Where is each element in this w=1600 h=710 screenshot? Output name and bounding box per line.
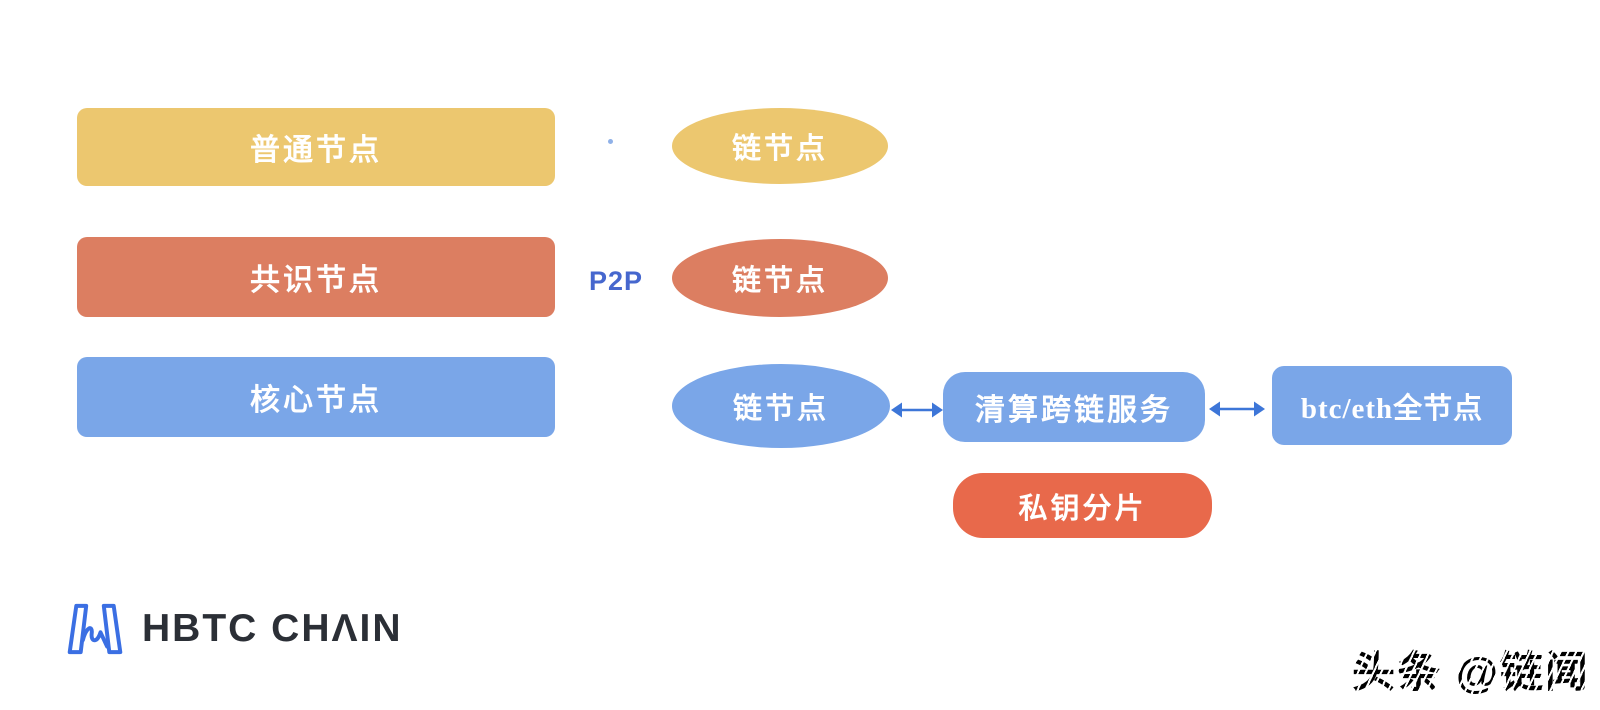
chain-node-ellipse-blue: 链节点 [672, 364, 890, 448]
chain-node-label: 链节点 [731, 133, 828, 165]
clearing-cross-chain-service-label: 清算跨链服务 [975, 394, 1173, 427]
chain-node-ellipse-salmon: 链节点 [672, 239, 888, 317]
p2p-label: P2P [588, 266, 644, 296]
core-node-box: 核心节点 [77, 357, 555, 437]
chain-node-label: 链节点 [731, 265, 828, 297]
core-node-label: 核心节点 [250, 384, 382, 417]
btc-eth-full-node-label: btc/eth全节点 [1300, 392, 1484, 425]
chain-node-label: 链节点 [732, 393, 829, 425]
double-arrow-icon [891, 402, 943, 418]
ordinary-node-box: 普通节点 [77, 108, 555, 186]
btc-eth-full-node-box: btc/eth全节点 [1272, 366, 1512, 445]
hbtc-chain-logo: HBTC CHΛIN [62, 598, 403, 660]
consensus-node-label: 共识节点 [250, 264, 382, 297]
consensus-node-box: 共识节点 [77, 237, 555, 317]
hbtc-chain-wordmark: HBTC CHΛIN [142, 607, 403, 650]
ordinary-node-label: 普通节点 [250, 134, 382, 167]
private-key-shard-box: 私钥分片 [953, 473, 1212, 538]
hbtc-logo-icon [67, 603, 123, 655]
chain-node-ellipse-yellow: 链节点 [672, 108, 888, 184]
clearing-cross-chain-service-box: 清算跨链服务 [943, 372, 1205, 442]
dot-artifact [608, 139, 613, 144]
toutiao-chainnews-watermark: 头条 @链闻 [1352, 638, 1590, 700]
private-key-shard-label: 私钥分片 [1018, 492, 1147, 525]
double-arrow-icon [1209, 401, 1265, 417]
